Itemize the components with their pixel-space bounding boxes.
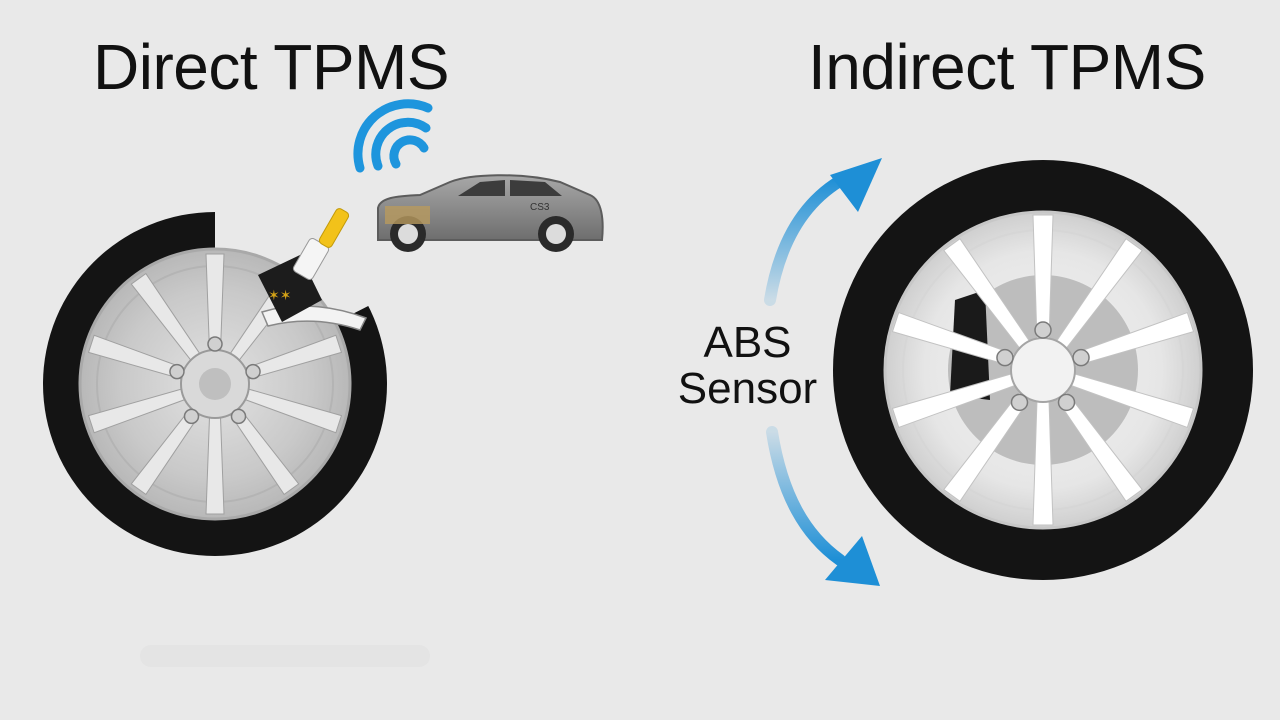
lug-nut	[1072, 348, 1090, 367]
rotation-arrow-icon	[764, 158, 882, 586]
tpms-sensor-icon: ✶✶	[258, 208, 368, 331]
lug-nut	[1034, 321, 1052, 339]
lug-nut	[1057, 393, 1076, 412]
svg-text:✶✶: ✶✶	[268, 287, 291, 303]
lug-nut	[1010, 393, 1029, 412]
lug-nut	[169, 363, 185, 380]
lug-nut	[245, 363, 261, 380]
abs-label-line2: Sensor	[677, 364, 818, 413]
abs-label-line1: ABS	[703, 318, 792, 367]
indirect-tpms-wheel	[833, 160, 1253, 580]
wifi-signal-icon	[353, 99, 433, 173]
rim-spoke	[1032, 399, 1054, 526]
indirect-tpms-title: Indirect TPMS	[808, 31, 1206, 103]
direct-tpms-title: Direct TPMS	[93, 31, 450, 103]
left-lug-nuts	[169, 336, 261, 425]
direct-tpms-wheel	[43, 199, 387, 556]
lug-nut	[230, 408, 247, 425]
car-icon: CS3	[377, 174, 604, 252]
right-hub	[1010, 337, 1076, 403]
right-rim-spokes	[891, 214, 1195, 526]
car-badge: CS3	[530, 202, 550, 213]
lug-nut	[207, 336, 223, 352]
right-lug-nuts	[996, 321, 1090, 412]
rim-spoke	[205, 413, 225, 515]
lug-nut	[996, 348, 1014, 367]
abs-sensor-label: ABS Sensor	[660, 320, 835, 412]
lug-nut	[183, 408, 200, 425]
